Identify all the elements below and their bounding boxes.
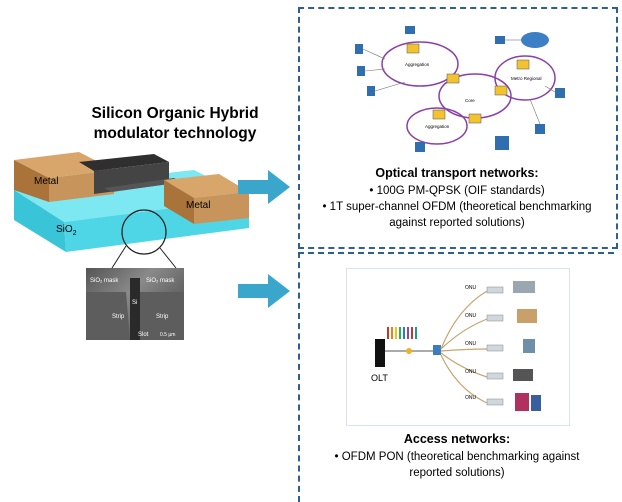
sem-overlay: SiO₂ mask SiO₂ mask Strip Strip Si Slot … <box>86 278 184 340</box>
ring-metro <box>494 55 556 101</box>
svg-text:Si: Si <box>132 300 137 306</box>
svg-text:0.5 µm: 0.5 µm <box>160 332 175 338</box>
transport-network-diagram: Aggregation Core Aggregation Metro Regio… <box>355 26 565 152</box>
arrow-to-access <box>238 274 290 308</box>
svg-text:ONU: ONU <box>465 369 477 375</box>
svg-text:Core: Core <box>465 98 475 103</box>
transport-bullet-2: • 1T super-channel OFDM (theoretical ben… <box>322 201 592 213</box>
splitter-node <box>406 348 412 354</box>
access-box-top <box>298 252 614 254</box>
cross-section-circle <box>121 209 167 255</box>
metal-left-side <box>14 160 49 202</box>
svg-text:Strip: Strip <box>112 314 125 320</box>
optical-transport-box <box>298 7 618 249</box>
olt-device <box>375 339 385 367</box>
substrate-label: SiO2 <box>56 224 77 237</box>
waveguide-slot <box>104 178 182 192</box>
svg-text:SiO₂ mask: SiO₂ mask <box>90 278 119 284</box>
network-nodes <box>406 43 530 124</box>
title-line-2: modulator technology <box>93 125 257 142</box>
edge-links <box>362 39 556 125</box>
pon-diagram-frame: OLT ONU ONU ONU ONU ONU <box>346 268 570 426</box>
transport-bullet-1: • 100G PM-QPSK (OIF standards) <box>369 185 545 197</box>
svg-text:Strip: Strip <box>156 314 169 320</box>
metal-right-side <box>164 180 194 224</box>
cloud-icon <box>521 32 549 48</box>
metal-left-top <box>14 152 114 178</box>
svg-text:ONU: ONU <box>465 313 477 319</box>
ring-aggregation-left <box>381 41 459 87</box>
transport-bullet-3: against reported solutions) <box>389 217 525 229</box>
end-user-icons <box>513 281 541 411</box>
sem-image: SiO₂ mask SiO₂ mask Strip Strip Si Slot … <box>86 268 184 340</box>
access-bullet-2: reported solutions) <box>409 467 505 479</box>
strip-left <box>79 154 169 171</box>
transport-heading: Optical transport networks: <box>375 166 539 180</box>
edge-devices <box>355 26 565 152</box>
metal-right-front <box>194 192 249 224</box>
svg-text:ONU: ONU <box>465 285 477 291</box>
transport-bullets: • 100G PM-QPSK (OIF standards) • 1T supe… <box>300 183 614 231</box>
title-line-1: Silicon Organic Hybrid <box>91 105 259 122</box>
access-bullet-1: • OFDM PON (theoretical benchmarking aga… <box>334 451 580 463</box>
modulator-device-illustration: Metal Metal SiO2 <box>14 152 249 269</box>
drop-fibers <box>440 290 488 404</box>
substrate-side <box>14 190 66 252</box>
svg-text:ONU: ONU <box>465 341 477 347</box>
zoom-line-left <box>111 245 127 269</box>
arrow-shape <box>238 274 290 308</box>
ring-aggregation-lower <box>406 107 468 145</box>
splitter-box <box>433 345 441 355</box>
arrow-to-transport <box>238 170 290 204</box>
svg-text:Aggregation: Aggregation <box>405 62 430 67</box>
metal-right-label: Metal <box>186 200 210 211</box>
metal-right-top <box>164 174 249 198</box>
modulator-title: Silicon Organic Hybrid modulator technol… <box>60 104 290 144</box>
svg-text:Metro Regional: Metro Regional <box>511 76 542 81</box>
svg-text:ONU: ONU <box>465 395 477 401</box>
zoom-line-right <box>159 247 177 269</box>
access-bullets: • OFDM PON (theoretical benchmarking aga… <box>300 449 614 481</box>
metal-left-label: Metal <box>34 176 58 187</box>
svg-text:Slot: Slot <box>138 332 149 338</box>
access-heading: Access networks: <box>403 432 511 446</box>
wavelength-spectrum <box>387 327 417 339</box>
access-box-left <box>298 252 300 502</box>
arrow-shape <box>238 170 290 204</box>
onu-devices <box>486 286 504 406</box>
olt-label: OLT <box>371 373 388 383</box>
pon-diagram: OLT ONU ONU ONU ONU ONU <box>371 281 541 411</box>
svg-text:Aggregation: Aggregation <box>425 124 450 129</box>
svg-text:SiO₂ mask: SiO₂ mask <box>146 278 175 284</box>
